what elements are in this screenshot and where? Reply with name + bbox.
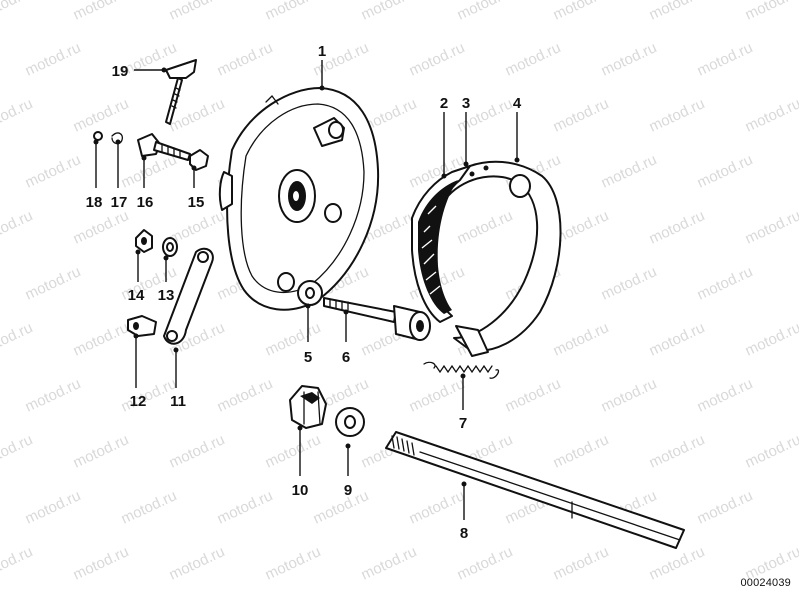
callout-17: 17 (111, 194, 128, 211)
callout-3: 3 (462, 95, 470, 112)
callout-7: 7 (459, 415, 467, 432)
callout-1: 1 (318, 43, 326, 60)
callout-19: 19 (112, 63, 129, 80)
spring-washer-13[interactable] (162, 237, 178, 257)
hex-nut-14[interactable] (135, 229, 153, 253)
adjusting-bolt[interactable] (137, 133, 191, 161)
callout-14: 14 (128, 287, 145, 304)
callout-11: 11 (170, 393, 186, 410)
brake-rod[interactable] (385, 431, 685, 549)
adjusting-nut[interactable] (189, 149, 209, 171)
callout-4: 4 (513, 95, 522, 112)
callout-18: 18 (86, 194, 103, 211)
nut-18[interactable] (93, 131, 103, 141)
leader-dots (93, 67, 520, 487)
callout-2: 2 (440, 95, 448, 112)
callout-12: 12 (130, 393, 147, 410)
brake-shoe-assembly[interactable] (411, 160, 562, 357)
brake-backing-plate[interactable] (218, 87, 380, 311)
spring-washer-17[interactable] (111, 132, 124, 145)
callout-5: 5 (304, 349, 312, 366)
brake-lever[interactable] (163, 247, 214, 345)
clevis-pin[interactable] (127, 315, 157, 337)
callout-8: 8 (460, 525, 468, 542)
wing-nut-bolt[interactable] (165, 59, 197, 125)
drawing-reference-number: 00024039 (740, 577, 791, 589)
hex-nut-10[interactable] (289, 385, 327, 429)
callout-15: 15 (188, 194, 205, 211)
brake-cam-shaft[interactable] (323, 297, 431, 341)
callout-16: 16 (137, 194, 154, 211)
return-spring[interactable] (423, 361, 500, 379)
callout-10: 10 (292, 482, 309, 499)
callout-13: 13 (158, 287, 175, 304)
callout-6: 6 (342, 349, 350, 366)
leader-lines (95, 60, 518, 520)
callout-labels: 1 2 3 4 5 6 7 8 9 10 11 12 13 14 15 16 1… (86, 43, 522, 542)
washer-5[interactable] (297, 280, 323, 306)
callout-9: 9 (344, 482, 352, 499)
washer-9[interactable] (335, 407, 365, 437)
